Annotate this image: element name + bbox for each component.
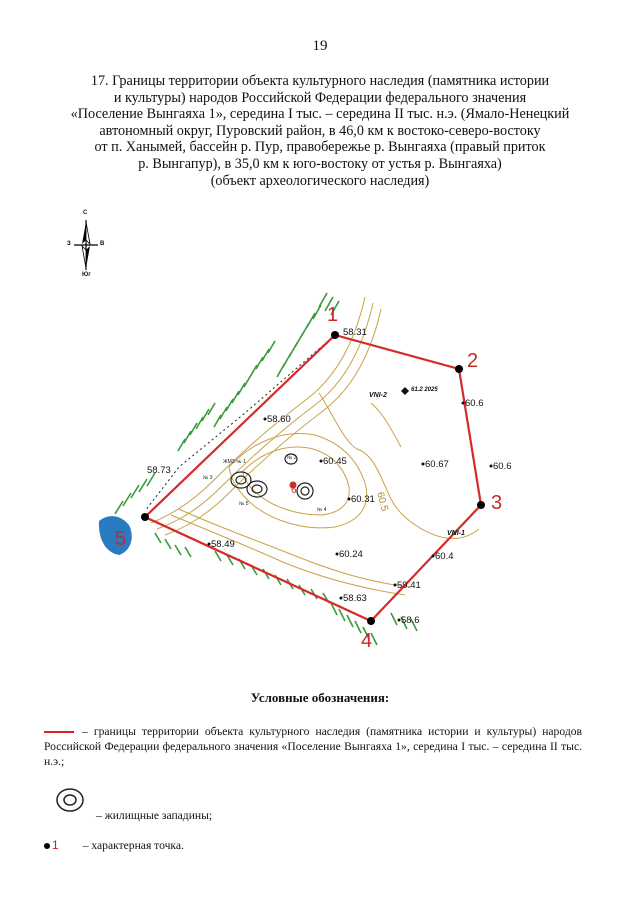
contour-value-label: 60.5 xyxy=(374,491,390,513)
point-dot-icon xyxy=(44,843,50,850)
dwelling-pits xyxy=(230,453,314,500)
point-label-5: 5 xyxy=(115,528,126,550)
compass-rose: С Юг З В xyxy=(62,208,112,288)
elevation-label: 60.6 xyxy=(465,398,484,409)
point-label-4: 4 xyxy=(361,630,372,652)
elevation-label: 58.31 xyxy=(343,327,367,338)
pit-label: № 5 xyxy=(239,501,249,507)
boundary-point-3 xyxy=(477,501,485,509)
pit-label: № 4 xyxy=(317,507,327,513)
survey-marker-vni-1: VNI-1 xyxy=(447,530,465,537)
site-plan-map: ЖМЗ № 1 № 2 № 3 № 4 № 5 6 1 2 3 4 5 58.3… xyxy=(98,292,512,652)
elevation-label: 58.6 xyxy=(401,615,420,626)
legend-boundary-item: – границы территории объекта культурного… xyxy=(44,724,582,769)
pit-label: ЖМЗ № 1 xyxy=(223,459,246,465)
survey-marker-vni-2: VNI-2 61.2 2025 xyxy=(369,387,438,399)
elevation-label: 60.45 xyxy=(323,456,347,467)
elevation-label: 58.60 xyxy=(267,414,291,425)
legend-point-sample: 1 xyxy=(52,838,59,852)
elevation-label: 60.24 xyxy=(339,549,363,560)
legend-pits-text: – жилищные западины; xyxy=(96,809,213,822)
dwelling-pit-icon xyxy=(56,788,84,812)
legend-point-item: 1 – характерная точка. xyxy=(44,838,444,852)
title-line: автономный округ, Пуровский район, в 46,… xyxy=(99,122,541,139)
svg-text:VNI-2: VNI-2 xyxy=(369,392,387,399)
contour-lines xyxy=(150,296,480,596)
elevation-label: 59.41 xyxy=(397,580,421,591)
page-number: 19 xyxy=(312,38,328,54)
legend-title: Условные обозначения: xyxy=(250,690,390,705)
point-label-3: 3 xyxy=(491,492,502,514)
compass-north-label: С xyxy=(83,210,88,216)
water-body xyxy=(98,516,132,555)
svg-text:VNI-1: VNI-1 xyxy=(447,530,465,537)
legend-point-text: – характерная точка. xyxy=(82,839,184,852)
elevation-label: 58.63 xyxy=(343,593,367,604)
elevation-label: 58.73 xyxy=(147,465,171,476)
legend-pits-item: – жилищные западины; xyxy=(52,784,452,824)
compass-arrow-icon xyxy=(74,220,98,270)
characteristic-points xyxy=(141,331,485,625)
title-line: р. Вынгапур), в 35,0 км к юго-востоку от… xyxy=(138,155,502,172)
point-label-1: 1 xyxy=(327,304,338,326)
elevation-label: 58.49 xyxy=(211,539,235,550)
title-line: 17. Границы территории объекта культурно… xyxy=(90,73,550,89)
title-line: (объект археологического наследия) xyxy=(210,172,430,189)
svg-text:61.2 2025: 61.2 2025 xyxy=(411,387,438,393)
title-line: и культуры) народов Российской Федерации… xyxy=(113,89,527,106)
elevation-label: 60.4 xyxy=(435,551,454,562)
title-line: от п. Ханымей, бассейн р. Пур, правобере… xyxy=(94,139,546,156)
legend-boundary-text: – границы территории объекта культурного… xyxy=(44,725,582,768)
pit-highlight-marker xyxy=(289,481,297,489)
pit-label: № 3 xyxy=(203,475,213,481)
boundary-point-1 xyxy=(331,331,339,339)
compass-south-label: Юг xyxy=(82,272,91,278)
boundary-point-5 xyxy=(141,513,149,521)
pit-label: № 2 xyxy=(287,455,297,461)
point-label-2: 2 xyxy=(467,350,478,372)
title-line: «Поселение Вынгаяха 1», середина I тыс. … xyxy=(70,106,570,123)
page-title: 17. Границы территории объекта культурно… xyxy=(40,73,600,189)
elevation-label: 60.6 xyxy=(493,461,512,472)
elevation-label: 60.31 xyxy=(351,494,375,505)
elevation-label: 60.67 xyxy=(425,459,449,470)
pit-highlight-label: 6 xyxy=(291,485,297,496)
inner-dashed-line xyxy=(144,334,336,512)
boundary-point-4 xyxy=(367,617,375,625)
boundary-point-2 xyxy=(455,365,463,373)
compass-west-label: З xyxy=(67,241,71,247)
boundary-line-sample xyxy=(44,731,74,734)
compass-east-label: В xyxy=(100,241,105,247)
territory-boundary xyxy=(143,333,483,623)
